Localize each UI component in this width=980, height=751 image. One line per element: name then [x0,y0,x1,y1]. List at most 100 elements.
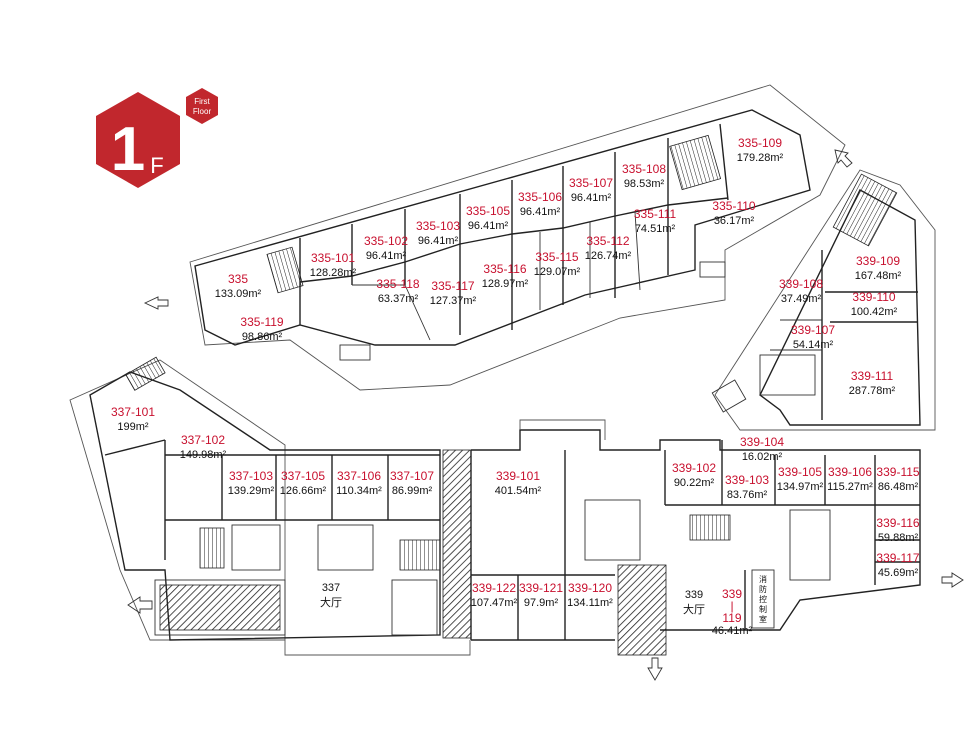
floor-label-hexagon [186,88,218,124]
unit-code: 339-104 [740,435,784,449]
unit-code: 335-102 [364,234,408,248]
unit-code: 335-103 [416,219,460,233]
floor-number: 1 [111,115,145,184]
unit-area: 126.66m² [280,485,327,497]
block-335 [189,84,846,391]
unit-area: 63.37m² [378,293,419,305]
unit-code: 335-108 [622,162,666,176]
unit-code: 339-115 [876,465,919,479]
entrance-arrow-icon [143,296,169,310]
unit-area: 37.49m² [781,293,822,305]
block-339-south [442,419,921,656]
unit-area: 97.9m² [524,597,559,609]
unit-code: 335-107 [569,176,613,190]
hall-code: 337 [322,582,340,594]
unit-area: 96.41m² [520,206,561,218]
unit-code: 335 [228,272,248,286]
unit-code: 335-111 [634,207,677,221]
unit-code: 339-117 [876,551,919,565]
unit-area: 100.42m² [851,306,898,318]
unit-area: 401.54m² [495,485,542,497]
unit-area: 149.98m² [180,449,227,461]
floor-label-line1: First [194,97,210,106]
unit-area: 127.37m² [430,295,477,307]
unit-code: 337-101 [111,405,155,419]
unit-area: 287.78m² [849,385,896,397]
unit-code: 339-121 [519,581,563,595]
entrance-arrows [127,149,964,681]
unit-area: 90.22m² [674,477,715,489]
unit-code: 339-108 [779,277,823,291]
unit-code: 339-109 [856,254,900,268]
unit-code: 337-107 [390,469,434,483]
unit-area: 107.47m² [471,597,518,609]
unit-code: 335-115 [535,250,578,264]
unit-area: 98.53m² [624,178,665,190]
unit-area: 98.86m² [242,331,283,343]
hall-code: 339 [685,589,703,601]
unit-code: 335-118 [376,277,419,291]
unit-code: 337-106 [337,469,381,483]
unit-code: 339|119 [722,587,742,625]
entrance-arrow-icon [127,596,153,614]
hall-name: 大厅 [320,595,342,609]
floor-suffix: F [150,153,163,178]
block-337 [69,356,471,656]
unit-area: 96.41m² [571,192,612,204]
unit-area: 45.69m² [878,567,919,579]
unit-area: 36.17m² [714,215,755,227]
entrance-arrow-icon [647,657,663,681]
unit-area: 96.41m² [418,235,459,247]
unit-code: 339-111 [851,369,894,383]
unit-code: 339-105 [778,465,822,479]
unit-area: 110.34m² [336,485,382,497]
unit-code: 339-106 [828,465,872,479]
unit-area: 126.74m² [585,250,632,262]
unit-code: 339-101 [496,469,540,483]
floor-label-line2: Floor [193,107,212,116]
control-room-label: 消防控制室 [759,574,767,624]
unit-code: 339-120 [568,581,612,595]
unit-labels: 335133.09m²335-11998.86m²335-101128.28m²… [111,136,920,637]
unit-area: 199m² [117,421,149,433]
unit-area: 115.27m² [827,481,873,493]
unit-area: 134.11m² [567,597,613,609]
unit-code: 337-103 [229,469,273,483]
block-339-east [711,169,936,431]
unit-area: 83.76m² [727,489,768,501]
unit-area: 133.09m² [215,288,262,300]
unit-code: 337-105 [281,469,325,483]
unit-code: 339-110 [852,290,895,304]
unit-code: 337-102 [181,433,225,447]
unit-code: 335-112 [586,234,629,248]
unit-code: 335-105 [466,204,510,218]
unit-area: 16.02m² [742,451,783,463]
unit-area: 167.48m² [855,270,902,282]
unit-area: 54.14m² [793,339,834,351]
unit-area: 59.88m² [878,532,919,544]
unit-code: 335-106 [518,190,562,204]
floor-badge-hexagon [96,92,180,188]
unit-area: 179.28m² [737,152,784,164]
unit-code: 339-107 [791,323,835,337]
unit-area: 134.97m² [777,481,824,493]
hall-name: 大厅 [683,602,705,616]
unit-area: 46.41m² [712,625,753,637]
entrance-arrow-icon [834,149,853,168]
floor-badge: 1 F First Floor [96,88,218,188]
unit-code: 335-101 [311,251,355,265]
unit-code: 339-103 [725,473,769,487]
unit-area: 128.97m² [482,278,529,290]
entrance-arrow-icon [941,572,964,588]
unit-code: 335-117 [431,279,474,293]
unit-area: 129.07m² [534,266,581,278]
unit-area: 128.28m² [310,267,357,279]
unit-code: 339-116 [876,516,919,530]
unit-area: 86.48m² [878,481,919,493]
unit-area: 86.99m² [392,485,433,497]
unit-code: 335-116 [483,262,526,276]
unit-area: 74.51m² [635,223,676,235]
unit-area: 96.41m² [468,220,509,232]
unit-code: 339-122 [472,581,516,595]
